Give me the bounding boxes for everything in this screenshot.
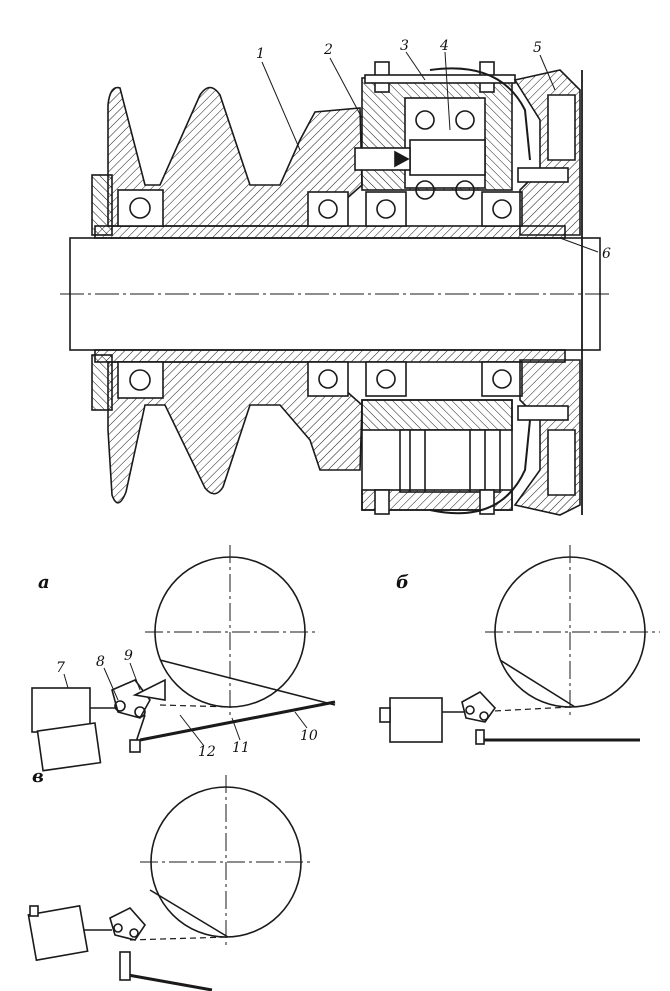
planet-gear-4 <box>409 139 486 176</box>
panel-a-label-9: 9 <box>124 648 133 664</box>
panel-v-label: в <box>32 766 44 787</box>
panel-a-leaders <box>63 662 308 747</box>
panel-b-diagram <box>379 545 660 745</box>
label-1: 1 <box>256 46 265 62</box>
pulley-assembly-section <box>60 61 612 516</box>
panel-b-motor <box>389 697 443 743</box>
panel-v-motor <box>27 904 89 962</box>
label-2: 2 <box>323 42 333 58</box>
panel-a-label-7: 7 <box>56 660 65 676</box>
panel-a-label: а <box>38 572 50 593</box>
label-4: 4 <box>439 38 449 54</box>
pulley-upper-half <box>107 86 363 227</box>
pulley-lower-half <box>107 361 363 504</box>
label-3: 3 <box>400 38 409 54</box>
panel-v-diagram <box>27 775 310 991</box>
panel-b-label: б <box>396 572 409 593</box>
panel-a-label-12: 12 <box>198 744 216 760</box>
label-5: 5 <box>533 40 542 56</box>
panel-a-label-10: 10 <box>300 728 318 744</box>
label-6: 6 <box>602 246 611 262</box>
panel-a-label-11: 11 <box>232 740 250 756</box>
bearing-left-lower <box>117 361 164 399</box>
panel-a-label-8: 8 <box>96 654 105 670</box>
panel-a-diagram <box>31 545 336 772</box>
bearing-left-upper <box>117 189 164 227</box>
upper-leaders <box>261 51 599 253</box>
